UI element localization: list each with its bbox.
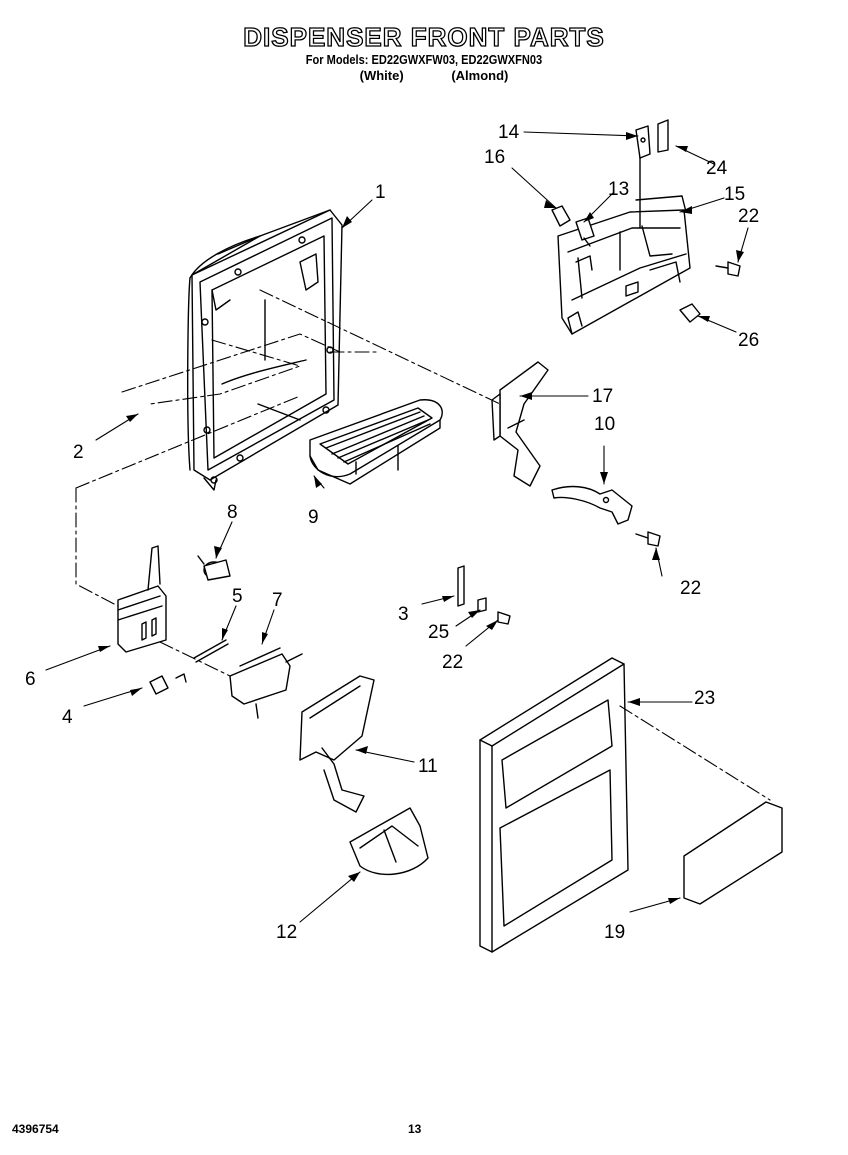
part-19-label	[683, 801, 783, 905]
callout-16: 16	[484, 147, 505, 168]
part-3-actuator	[457, 565, 465, 607]
part-14-plate	[635, 125, 651, 159]
callout-19: 19	[604, 922, 625, 943]
callout-14: 14	[498, 122, 520, 143]
callout-13: 13	[608, 179, 629, 200]
part-7-bracket	[229, 647, 303, 719]
callout-22-low: 22	[442, 652, 463, 673]
callout-3: 3	[398, 604, 409, 625]
callout-25: 25	[428, 622, 449, 643]
callout-11: 11	[418, 756, 438, 777]
callout-10: 10	[594, 414, 615, 435]
part-22-screw-top	[715, 261, 741, 277]
part-6-module	[117, 545, 167, 653]
callout-17: 17	[592, 386, 613, 407]
part-9-drip-tray	[309, 399, 443, 485]
color-white: (White)	[359, 68, 404, 83]
callout-26: 26	[738, 330, 759, 351]
part-10-water-lever	[551, 485, 633, 525]
callout-1: 1	[375, 182, 386, 203]
page-number: 13	[408, 1122, 422, 1136]
callout-24: 24	[706, 158, 728, 179]
callout-6: 6	[25, 669, 36, 690]
callout-8: 8	[227, 502, 238, 523]
callout-2: 2	[73, 442, 84, 463]
arrowheads	[98, 132, 744, 904]
part-22-screw-mid	[635, 531, 661, 547]
color-almond: (Almond)	[451, 68, 509, 83]
colors-line: (White) (Almond)	[0, 68, 848, 84]
page-title: DISPENSER FRONT PARTS	[243, 21, 605, 52]
callout-4: 4	[62, 707, 73, 728]
part-5-pin	[193, 639, 229, 663]
part-13-switch	[575, 217, 595, 247]
part-12-funnel	[349, 807, 429, 876]
header: DISPENSER FRONT PARTS For Models: ED22GW…	[0, 21, 848, 84]
callout-22-top: 22	[738, 206, 759, 227]
part-23-front-panel	[479, 657, 629, 953]
callout-22-mid: 22	[680, 578, 701, 599]
part-22-screw-low	[497, 611, 511, 625]
part-4-clip	[149, 673, 187, 695]
callout-labels: 1 2 3 4 5 6 7 8 9 10 11 12 13 14 15 16 1…	[25, 122, 759, 943]
part-11-chute	[299, 675, 375, 813]
callout-23: 23	[694, 688, 715, 709]
document-number: 4396754	[12, 1122, 59, 1136]
callout-9: 9	[308, 507, 319, 528]
callout-7: 7	[272, 590, 283, 611]
callout-12: 12	[276, 922, 297, 943]
models-line: For Models: ED22GWXFW03, ED22GWXFN03	[305, 52, 543, 67]
part-15-control-housing	[557, 149, 691, 335]
dashed-guide-lines	[75, 289, 771, 801]
part-17-ice-lever	[491, 361, 549, 487]
callout-5: 5	[232, 586, 243, 607]
part-24-plate	[657, 119, 669, 153]
part-25-pad	[477, 597, 487, 613]
callout-15: 15	[724, 184, 745, 205]
part-8-motor	[197, 555, 231, 581]
part-26-clip	[679, 303, 701, 323]
part-16-button	[551, 205, 571, 227]
